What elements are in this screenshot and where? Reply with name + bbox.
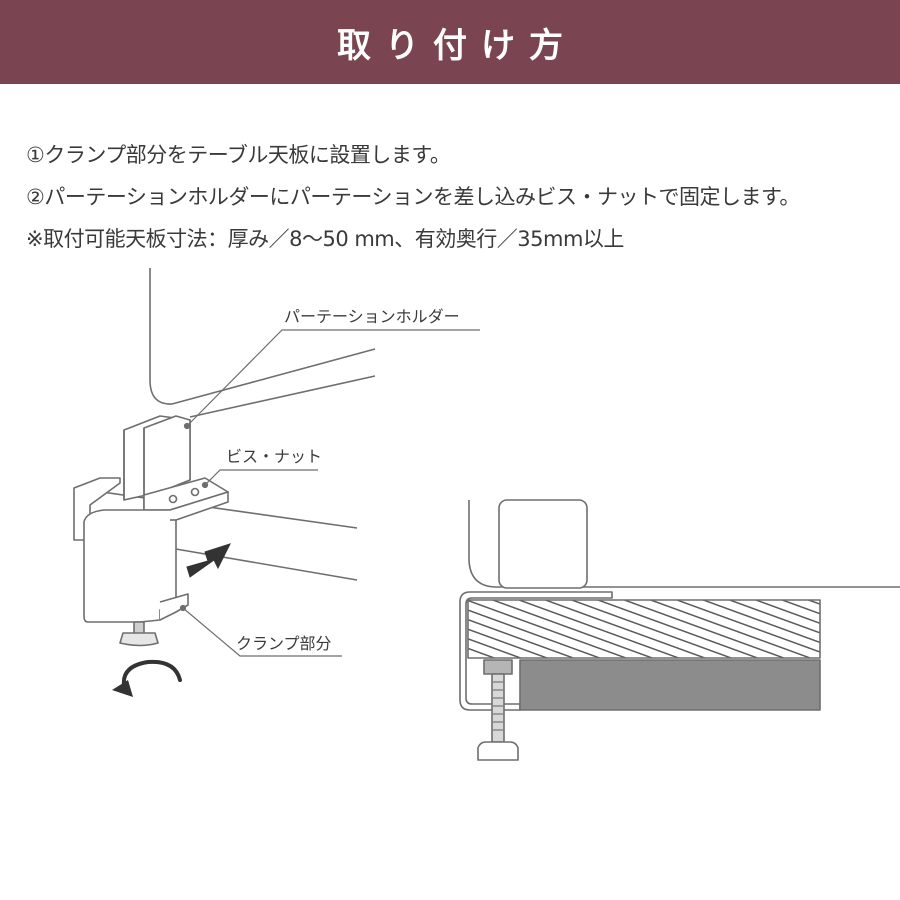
instruction-step-1: ①クランプ部分をテーブル天板に設置します。 — [26, 143, 451, 167]
clamp-knob-section — [477, 741, 519, 761]
cross-section-illustration — [459, 499, 900, 761]
label-partition-holder: パーテーションホルダー — [284, 307, 460, 326]
instructions-block: ①クランプ部分をテーブル天板に設置します。 ②パーテーションホルダーにパーテーシ… — [26, 134, 886, 260]
perspective-illustration — [73, 268, 376, 647]
label-screw-nut: ビス・ナット — [226, 447, 322, 466]
page-title: 取り付け方 — [337, 25, 577, 66]
instruction-step-2: ②パーテーションホルダーにパーテーションを差し込みビス・ナットで固定します。 — [26, 185, 800, 209]
header-bar: 取り付け方 — [0, 0, 900, 84]
instruction-note: ※取付可能天板寸法：厚み／8～50 mm、有効奥行／35mm以上 — [26, 227, 624, 251]
screw-hole-1 — [168, 494, 178, 504]
holder-front-plate — [143, 415, 191, 496]
tabletop-edge-bottom — [169, 547, 358, 581]
tabletop-edge-top — [73, 487, 358, 529]
rotate-arrow-icon — [112, 659, 182, 697]
push-arrow-icon — [186, 543, 231, 578]
holder-block — [498, 499, 588, 589]
tabletop-section — [467, 599, 821, 659]
leader-lines — [179, 329, 480, 657]
partition-panel — [149, 268, 376, 405]
partition-panel-edge — [189, 375, 376, 418]
clamp-knob — [119, 632, 159, 647]
screw-hole-2 — [190, 487, 200, 497]
clamp-body — [83, 491, 229, 623]
table-body-section — [519, 659, 821, 711]
label-clamp: クランプ部分 — [236, 634, 332, 653]
clamp-screw-section — [483, 659, 513, 675]
